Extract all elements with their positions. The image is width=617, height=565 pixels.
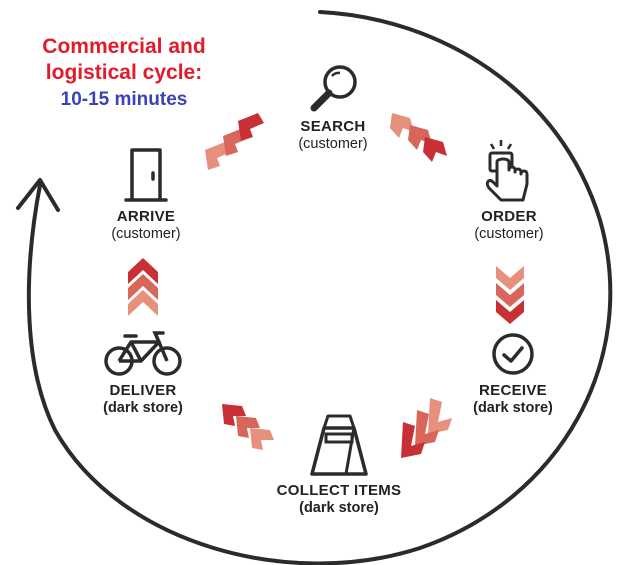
shopping-bag-icon	[310, 414, 368, 476]
step-order-label: ORDER	[481, 208, 537, 225]
step-arrive-label: ARRIVE	[116, 208, 176, 225]
step-arrive-role: (customer)	[111, 226, 181, 242]
cycle-duration: 10-15 minutes	[60, 89, 188, 110]
step-receive-label: RECEIVE	[479, 382, 547, 399]
chevron-receive-to-collect	[401, 398, 452, 458]
chevron-arrive-to-search	[205, 113, 264, 170]
step-collect-items: COLLECT ITEMS (dark store)	[259, 404, 419, 516]
cycle-outline	[26, 10, 613, 565]
step-order: ORDER (customer)	[434, 138, 584, 242]
step-search: SEARCH (customer)	[258, 62, 408, 152]
step-deliver-label: DELIVER	[109, 382, 177, 399]
diagram-title: Commercial and logistical cycle: 10-15 m…	[14, 34, 234, 113]
magnifier-icon	[310, 65, 357, 112]
step-search-role: (customer)	[298, 136, 368, 152]
chevron-order-to-receive	[496, 266, 524, 324]
bicycle-icon	[104, 331, 182, 376]
step-search-label: SEARCH	[300, 118, 366, 135]
step-collect-items-label: COLLECT ITEMS	[276, 482, 402, 499]
step-deliver-role: (dark store)	[103, 400, 183, 416]
chevron-deliver-to-arrive	[128, 258, 158, 316]
check-circle-icon	[492, 333, 534, 375]
chevron-collect-to-deliver	[222, 404, 274, 450]
step-order-role: (customer)	[474, 226, 544, 242]
title-line-1: Commercial and	[42, 35, 206, 58]
step-collect-items-role: (dark store)	[299, 500, 379, 516]
step-arrive: ARRIVE (customer)	[71, 146, 221, 242]
step-receive-role: (dark store)	[473, 400, 553, 416]
step-deliver: DELIVER (dark store)	[68, 330, 218, 416]
tap-finger-icon	[485, 140, 529, 202]
chevron-search-to-order	[390, 113, 447, 162]
step-receive: RECEIVE (dark store)	[438, 330, 588, 416]
door-icon	[124, 148, 168, 202]
cycle-arrowhead-icon	[16, 178, 60, 212]
title-line-2: logistical cycle:	[45, 61, 203, 84]
